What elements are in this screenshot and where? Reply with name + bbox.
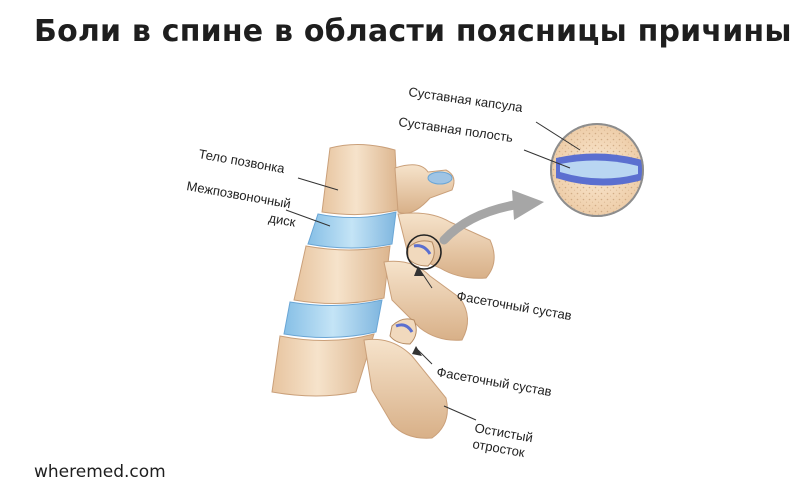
- label-joint-capsule: Суставная капсула: [408, 84, 525, 115]
- posterior-processes: [363, 164, 495, 439]
- label-facet-joint-upper: Фасеточный сустав: [455, 288, 573, 323]
- watermark-text: wheremed.com: [34, 462, 166, 482]
- label-intervertebral-disc-line1: Межпозвоночный: [185, 178, 292, 211]
- label-joint-cavity: Суставная полость: [398, 114, 515, 145]
- joint-cavity-shape: [560, 160, 638, 179]
- vertebral-body-bottom: [271, 333, 375, 397]
- spinous-process-upper: [397, 212, 495, 279]
- page-title: Боли в спине в области поясницы причины: [34, 14, 792, 49]
- spinous-process-lower: [363, 338, 448, 439]
- label-vertebral-body: Тело позвонка: [197, 146, 286, 176]
- facet-cartilage-lower: [395, 323, 414, 333]
- facet-highlight-circle: [406, 234, 442, 270]
- facet-surface-top: [427, 171, 453, 185]
- zoom-arrowhead: [512, 190, 544, 220]
- label-facet-joint-lower: Фасеточный сустав: [435, 364, 553, 399]
- label-intervertebral-disc-line2: диск: [267, 210, 297, 230]
- leader-arrowhead-facet-lower: [412, 346, 422, 356]
- facet-cartilage-upper: [413, 244, 432, 255]
- zoom-detail: [550, 123, 644, 217]
- vertebral-body-middle: [293, 245, 391, 305]
- leader-arrowhead-facet-upper: [414, 266, 424, 276]
- intervertebral-disc-upper: [307, 211, 397, 249]
- vertebral-body-top: [321, 143, 399, 216]
- zoom-arrow: [439, 199, 525, 245]
- intervertebral-disc-lower: [283, 299, 383, 339]
- leader-lines: [285, 121, 581, 421]
